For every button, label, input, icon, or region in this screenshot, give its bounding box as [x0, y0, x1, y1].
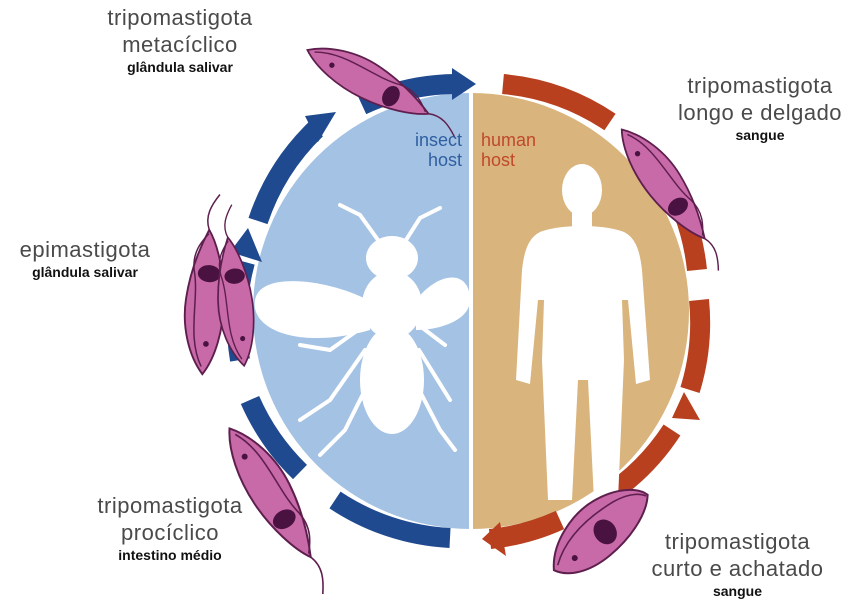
stage-name: tripomastigota [80, 4, 280, 31]
insect-host-line1: insect [402, 130, 462, 150]
stage-location: glândula salivar [80, 58, 280, 76]
stage-location: sangue [665, 126, 852, 144]
stage-name: tripomastigota [630, 528, 845, 555]
stage-name: tripomastigota [665, 72, 852, 99]
stage-name: curto e achatado [630, 555, 845, 582]
stage-name: epimastigota [0, 236, 170, 263]
insect-host-line2: host [402, 150, 462, 170]
stage-label-short-stumpy: tripomastigota curto e achatado sangue [630, 528, 845, 600]
stage-location: intestino médio [60, 546, 280, 564]
stage-label-metacyclic: tripomastigota metacíclico glândula sali… [80, 4, 280, 76]
human-host-label: human host [481, 130, 551, 170]
stage-name: tripomastigota [60, 492, 280, 519]
stage-label-epimastigote: epimastigota glândula salivar [0, 236, 170, 281]
stage-location: sangue [630, 582, 845, 600]
stage-name: metacíclico [80, 31, 280, 58]
stage-location: glândula salivar [0, 263, 170, 281]
human-host-line2: host [481, 150, 551, 170]
stage-name: longo e delgado [665, 99, 852, 126]
stage-name: procíclico [60, 519, 280, 546]
insect-host-label: insect host [402, 130, 462, 170]
stage-label-procyclic: tripomastigota procíclico intestino médi… [60, 492, 280, 564]
human-host-line1: human [481, 130, 551, 150]
stage-label-long-slender: tripomastigota longo e delgado sangue [665, 72, 852, 144]
